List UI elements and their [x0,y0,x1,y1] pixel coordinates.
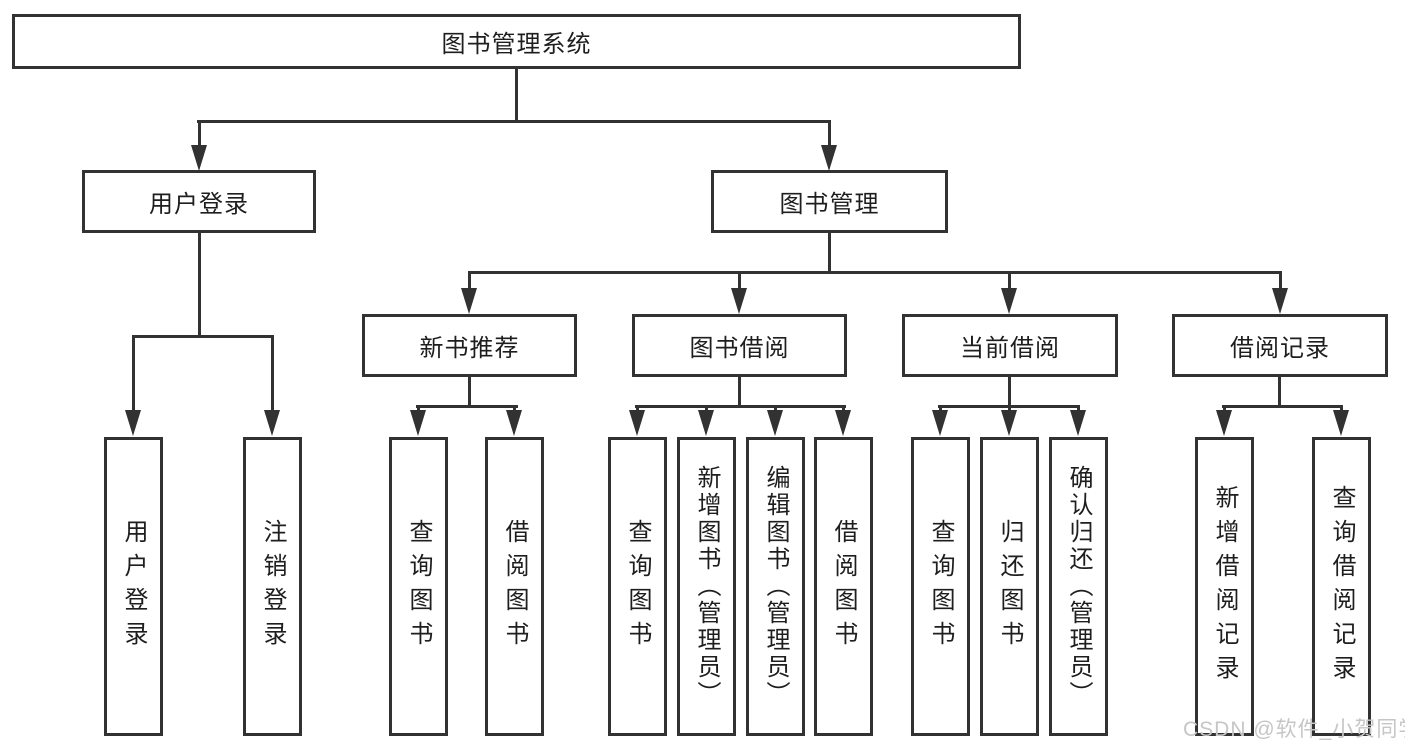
leaf-bb-borrow-books: 借阅图书 [814,437,873,736]
arrow-stem-new-book [468,271,471,291]
connector-new-book-horizontal [416,405,518,408]
arrowhead-current-borrowing-icon [1001,288,1017,314]
node-current-borrowing: 当前借阅 [902,314,1118,377]
node-book-borrowing: 图书借阅 [632,314,847,377]
arrow-stem-bb-query [636,405,639,413]
leaf-br-add-borrow-record: 新增借阅记录 [1195,437,1254,736]
leaf-nb-borrow-books: 借阅图书 [485,437,544,736]
leaf-user-login-label: 用户登录 [120,518,147,655]
arrow-stem-user-login [198,120,201,147]
node-book-borrowing-label: 图书借阅 [689,335,790,362]
arrow-stem-cb-return [1008,405,1011,413]
node-borrowing-records: 借阅记录 [1172,314,1388,377]
connector-user-login-down [198,233,201,338]
leaf-bb-borrow-books-label: 借阅图书 [830,518,857,655]
arrowhead-borrowing-records-icon [1272,288,1288,314]
arrowhead-br-query-icon [1333,410,1349,436]
arrowhead-cb-return-icon [1001,410,1017,436]
connector-book-borrowing-horizontal [635,405,846,408]
arrow-stem-leaf-logout [271,335,274,412]
arrowhead-book-borrowing-icon [731,288,747,314]
arrow-stem-br-query [1340,405,1343,413]
leaf-br-query-borrow-record-label: 查询借阅记录 [1328,484,1355,689]
leaf-cb-confirm-return-admin-label: 确认归还（管理员） [1065,465,1092,708]
watermark: CSDN @软件_小贺同学 [1183,718,1405,741]
node-book-management: 图书管理 [711,170,948,233]
arrowhead-nb-query-icon [410,410,426,436]
connector-borrowing-records-down [1278,377,1281,408]
connector-borrowing-records-horizontal [1222,405,1343,408]
arrowhead-br-add-icon [1216,410,1232,436]
connector-root-horizontal [197,120,831,123]
leaf-bb-add-books-admin: 新增图书（管理员） [677,437,736,736]
arrow-stem-nb-query [417,405,420,413]
connector-current-borrowing-down [1008,377,1011,408]
node-library-management-system-label: 图书管理系统 [441,31,592,58]
connector-new-book-down [468,377,471,408]
leaf-nb-query-books-label: 查询图书 [405,518,432,655]
leaf-nb-query-books: 查询图书 [389,437,448,736]
arrow-stem-bb-add [705,405,708,413]
node-new-book-recommend-label: 新书推荐 [419,335,520,362]
arrow-stem-leaf-user-login [132,335,135,412]
leaf-nb-borrow-books-label: 借阅图书 [501,518,528,655]
arrow-stem-current-borrowing [1008,271,1011,291]
leaf-bb-add-books-admin-label: 新增图书（管理员） [693,465,720,708]
leaf-cb-query-books-label: 查询图书 [927,518,954,655]
arrowhead-nb-borrow-icon [506,410,522,436]
arrow-stem-cb-query [939,405,942,413]
node-user-login-label: 用户登录 [149,191,249,218]
leaf-cb-query-books: 查询图书 [911,437,970,736]
leaf-br-query-borrow-record: 查询借阅记录 [1312,437,1371,736]
arrow-stem-borrowing-records [1279,271,1282,291]
arrowhead-new-book-icon [461,288,477,314]
connector-book-management-horizontal [468,271,1282,274]
leaf-bb-query-books: 查询图书 [608,437,667,736]
arrow-stem-br-add [1223,405,1226,413]
leaf-cb-return-books: 归还图书 [980,437,1039,736]
arrowhead-bb-borrow-icon [835,410,851,436]
arrowhead-cb-confirm-icon [1070,410,1086,436]
node-current-borrowing-label: 当前借阅 [960,335,1060,362]
leaf-cb-return-books-label: 归还图书 [996,518,1023,655]
arrowhead-bb-add-icon [698,410,714,436]
leaf-bb-query-books-label: 查询图书 [624,518,651,655]
leaf-bb-edit-books-admin: 编辑图书（管理员） [746,437,805,736]
arrow-stem-bb-edit [774,405,777,413]
node-new-book-recommend: 新书推荐 [362,314,577,377]
arrow-stem-bb-borrow [842,405,845,413]
connector-user-login-horizontal [132,335,274,338]
leaf-cb-confirm-return-admin: 确认归还（管理员） [1049,437,1108,736]
arrowhead-cb-query-icon [932,410,948,436]
arrowhead-user-login-icon [191,145,207,171]
arrow-stem-nb-borrow [513,405,516,413]
arrowhead-leaf-user-login-icon [125,410,141,436]
arrow-stem-book-borrowing [738,271,741,291]
node-borrowing-records-label: 借阅记录 [1230,335,1330,362]
arrowhead-leaf-logout-icon [264,410,280,436]
leaf-br-add-borrow-record-label: 新增借阅记录 [1211,484,1238,689]
leaf-logout: 注销登录 [243,437,302,736]
node-book-management-label: 图书管理 [779,191,880,218]
node-library-management-system: 图书管理系统 [12,14,1021,69]
leaf-logout-label: 注销登录 [259,518,286,655]
arrowhead-bb-edit-icon [767,410,783,436]
connector-book-borrowing-down [738,377,741,408]
leaf-bb-edit-books-admin-label: 编辑图书（管理员） [762,465,789,708]
arrow-stem-book-management [828,120,831,147]
arrowhead-book-management-icon [821,145,837,171]
arrow-stem-cb-confirm [1077,405,1080,413]
node-user-login: 用户登录 [82,170,316,233]
connector-root-down [515,69,518,123]
connector-book-management-down [828,233,831,274]
leaf-user-login: 用户登录 [104,437,163,736]
arrowhead-bb-query-icon [629,410,645,436]
